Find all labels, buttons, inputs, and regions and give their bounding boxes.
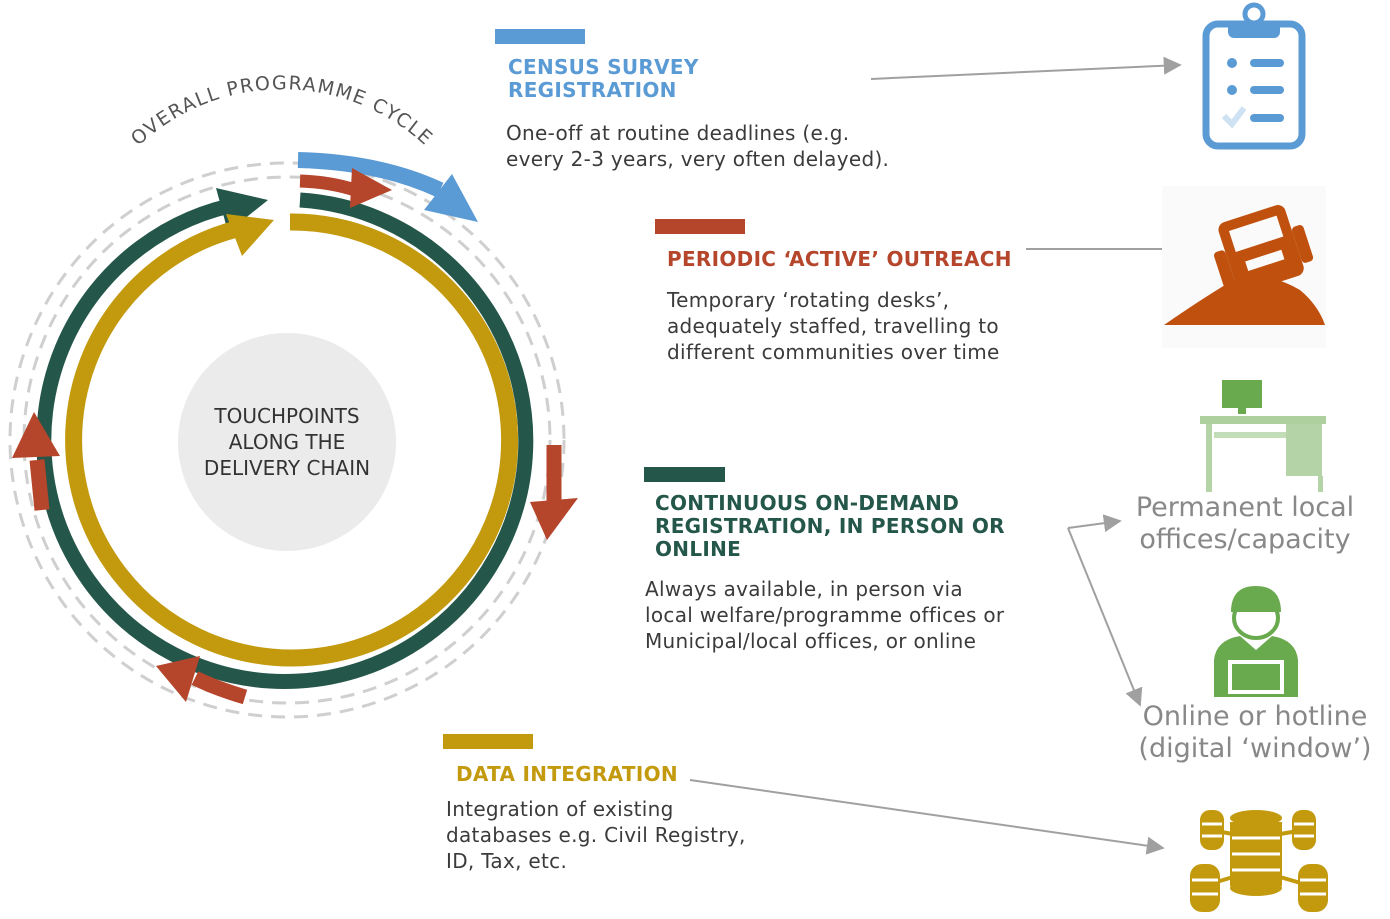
outreach-title: PERIODIC ‘ACTIVE’ OUTREACH <box>667 247 1012 271</box>
census-desc-line1: One-off at routine deadlines (e.g. <box>506 121 850 145</box>
census-arrowhead <box>424 174 478 222</box>
outreach-desc-line1: Temporary ‘rotating desks’, <box>667 288 950 312</box>
office-label: Permanent local offices/capacity <box>1110 492 1380 556</box>
census-title: CENSUS SURVEY REGISTRATION <box>508 56 699 102</box>
dashed-rings <box>8 161 566 719</box>
census-arc <box>297 152 444 198</box>
continuous-color-bar <box>644 467 725 482</box>
outreach-desc-line2: adequately staffed, travelling to <box>667 314 999 338</box>
data-desc-line1: Integration of existing <box>446 797 674 821</box>
census-title-line2: REGISTRATION <box>508 78 677 102</box>
online-label: Online or hotline (digital ‘window’) <box>1120 701 1390 765</box>
off-road-vehicle-icon <box>1162 186 1326 348</box>
continuous-title-line2: REGISTRATION, IN PERSON OR <box>655 514 1005 538</box>
outreach-color-bar <box>655 219 745 234</box>
census-title-line1: CENSUS SURVEY <box>508 55 699 79</box>
continuous-title-line3: ONLINE <box>655 537 742 561</box>
continuous-desc: Always available, in person via local we… <box>645 576 1004 654</box>
census-desc: One-off at routine deadlines (e.g. every… <box>506 120 889 172</box>
data-title: DATA INTEGRATION <box>456 762 678 786</box>
office-label-line2: offices/capacity <box>1139 524 1351 555</box>
center-label: TOUCHPOINTS ALONG THE DELIVERY CHAIN <box>203 404 371 480</box>
continuous-title: CONTINUOUS ON-DEMAND REGISTRATION, IN PE… <box>655 492 1005 561</box>
office-desk-computer-icon <box>1200 380 1326 492</box>
data-desc-line3: ID, Tax, etc. <box>446 849 568 873</box>
outreach-desc-line3: different communities over time <box>667 340 1000 364</box>
outreach-desc: Temporary ‘rotating desks’, adequately s… <box>667 287 1000 365</box>
data-desc: Integration of existing databases e.g. C… <box>446 796 746 874</box>
data-ring <box>65 213 519 667</box>
online-label-line2: (digital ‘window’) <box>1138 733 1372 764</box>
continuous-ring <box>36 192 534 689</box>
continuous-desc-line2: local welfare/programme offices or <box>645 603 1005 627</box>
data-color-bar <box>443 734 533 749</box>
continuous-title-line1: CONTINUOUS ON-DEMAND <box>655 491 960 515</box>
census-color-bar <box>495 29 585 44</box>
continuous-desc-line3: Municipal/local offices, or online <box>645 629 977 653</box>
data-desc-line2: databases e.g. Civil Registry, <box>446 823 746 847</box>
outreach-arrows <box>12 168 578 705</box>
office-label-line1: Permanent local <box>1135 492 1355 523</box>
clipboard-checklist-icon <box>1202 2 1306 150</box>
online-label-line1: Online or hotline <box>1142 701 1368 732</box>
continuous-desc-line1: Always available, in person via <box>645 577 963 601</box>
person-laptop-icon <box>1214 586 1298 697</box>
center-circle: TOUCHPOINTS ALONG THE DELIVERY CHAIN <box>178 333 396 551</box>
census-desc-line2: every 2-3 years, very often delayed). <box>506 147 890 171</box>
data-arrowhead <box>226 214 274 256</box>
cycle-label: OVERALL PROGRAMME CYCLE <box>127 72 437 150</box>
database-network-icon <box>1190 810 1328 912</box>
